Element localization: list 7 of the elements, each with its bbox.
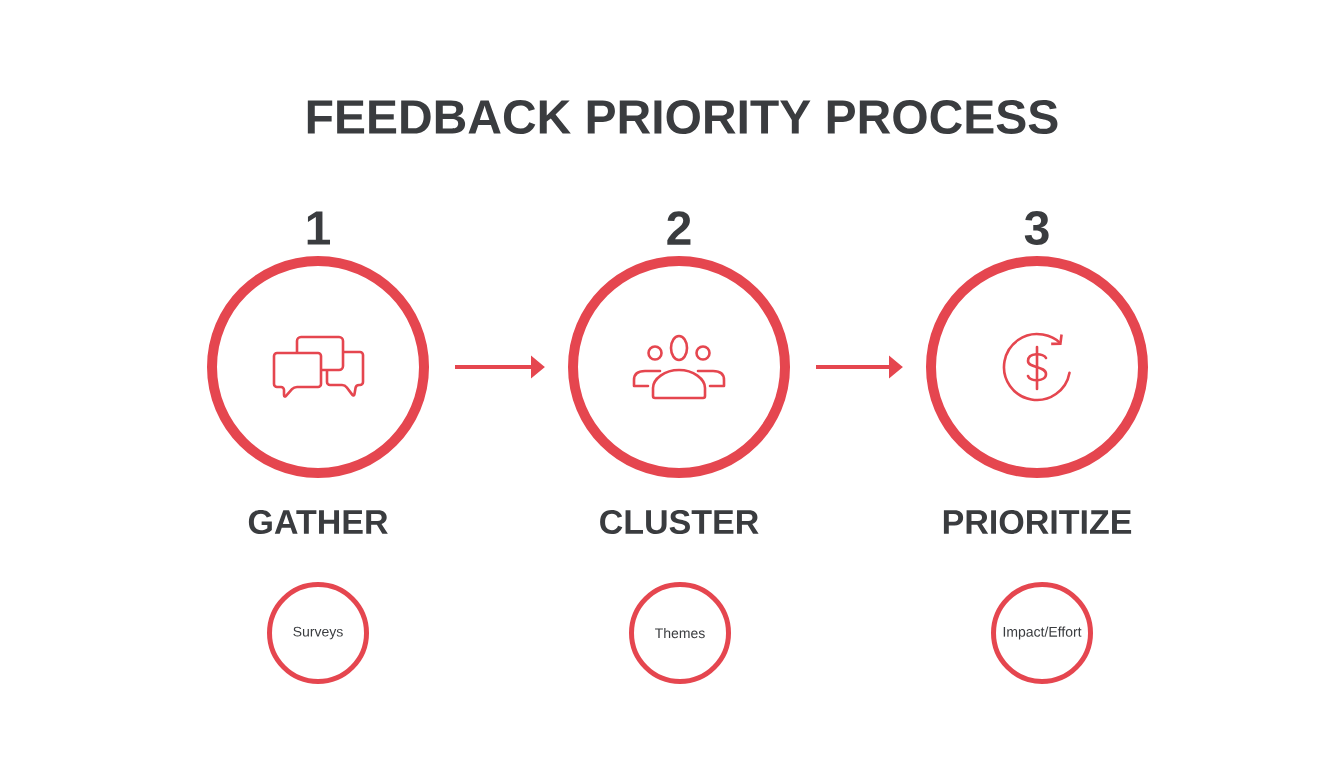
step-label: PRIORITIZE	[943, 509, 1132, 535]
step-label: GATHER	[248, 509, 388, 535]
step-number: 2	[667, 211, 691, 245]
step-label: CLUSTER	[600, 509, 759, 535]
step-number: 3	[1024, 211, 1049, 246]
step-number: 1	[307, 211, 330, 245]
title: FEEDBACK PRIORITY PROCESS	[307, 100, 1058, 134]
